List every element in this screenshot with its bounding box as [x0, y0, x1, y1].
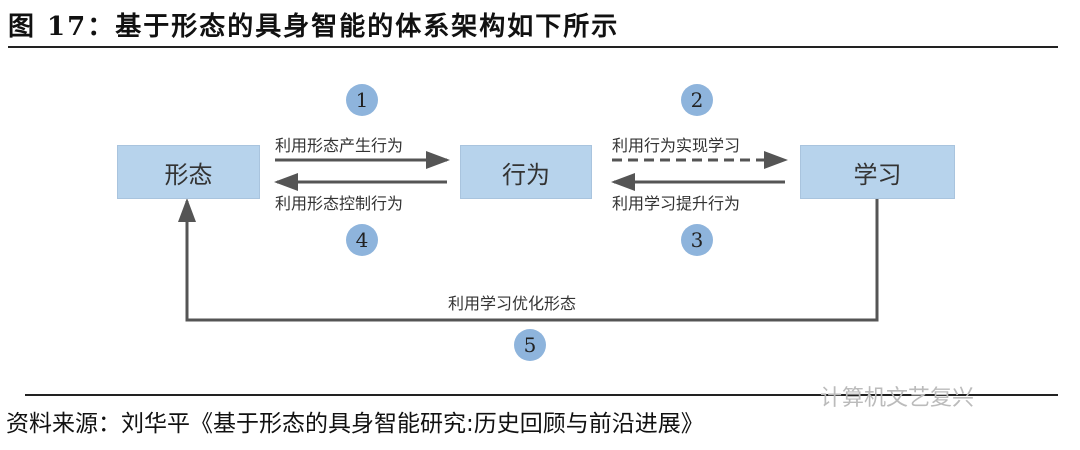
edge-3-label: 利用学习提升行为: [612, 194, 741, 213]
step-4-badge: 4: [346, 224, 378, 256]
figure-title: 图 17：基于形态的具身智能的体系架构如下所示: [8, 12, 620, 42]
edge-1-label: 利用形态产生行为: [275, 136, 404, 155]
arrow-5: [178, 198, 879, 322]
step-1-badge: 1: [346, 84, 378, 116]
step-5-badge: 5: [514, 329, 546, 361]
edge-2-label: 利用行为实现学习: [612, 136, 741, 155]
step-2-badge: 2: [681, 84, 713, 116]
source-divider: [25, 394, 1058, 396]
edge-4-label: 利用形态控制行为: [275, 194, 404, 213]
node-behavior: 行为: [460, 145, 592, 199]
title-divider: [8, 46, 1058, 48]
step-3-badge: 3: [681, 224, 713, 256]
source-note: 资料来源：刘华平《基于形态的具身智能研究:历史回顾与前沿进展》: [6, 411, 704, 437]
node-learning: 学习: [800, 145, 955, 199]
node-morphology: 形态: [117, 145, 260, 199]
watermark: 计算机文艺复兴: [820, 386, 975, 411]
edge-5-label: 利用学习优化形态: [448, 294, 577, 313]
